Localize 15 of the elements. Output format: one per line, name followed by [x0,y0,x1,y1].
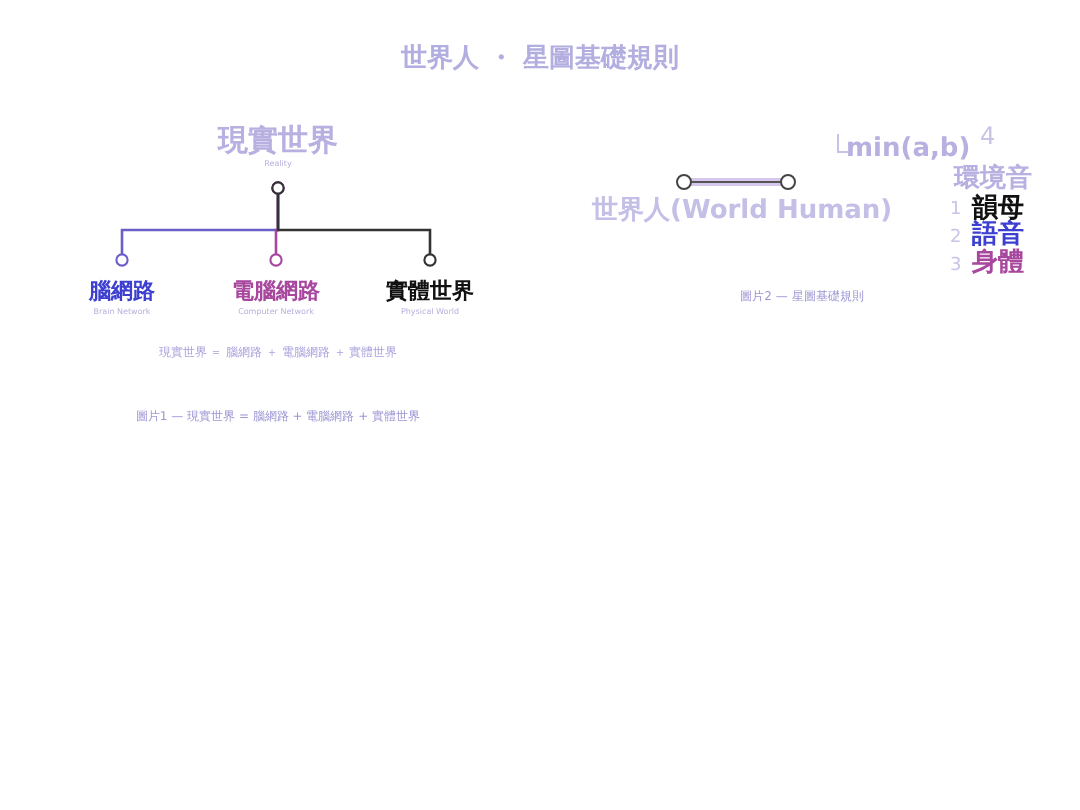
faint-number: 4 [980,124,996,152]
heading-text: 世界人(World Human) [592,198,893,228]
node-title: 腦網路 [89,280,155,306]
node-title: 現實世界 [218,124,338,159]
node-title: 實體世界 [386,280,474,306]
word-text: 環境音 [954,166,1032,194]
connector-line [271,181,437,267]
node-title: 電腦網路 [232,280,320,306]
faint-number: 2 [950,228,962,249]
faint-number: 1 [950,200,962,221]
faint-number: 3 [950,256,962,277]
diagram-title: 世界人 ・ 星圖基礎規則 [398,42,682,76]
word-text: 身體 [972,250,1024,280]
word-text: 語音 [972,222,1024,250]
formula-text: min(a,b) [846,136,971,165]
